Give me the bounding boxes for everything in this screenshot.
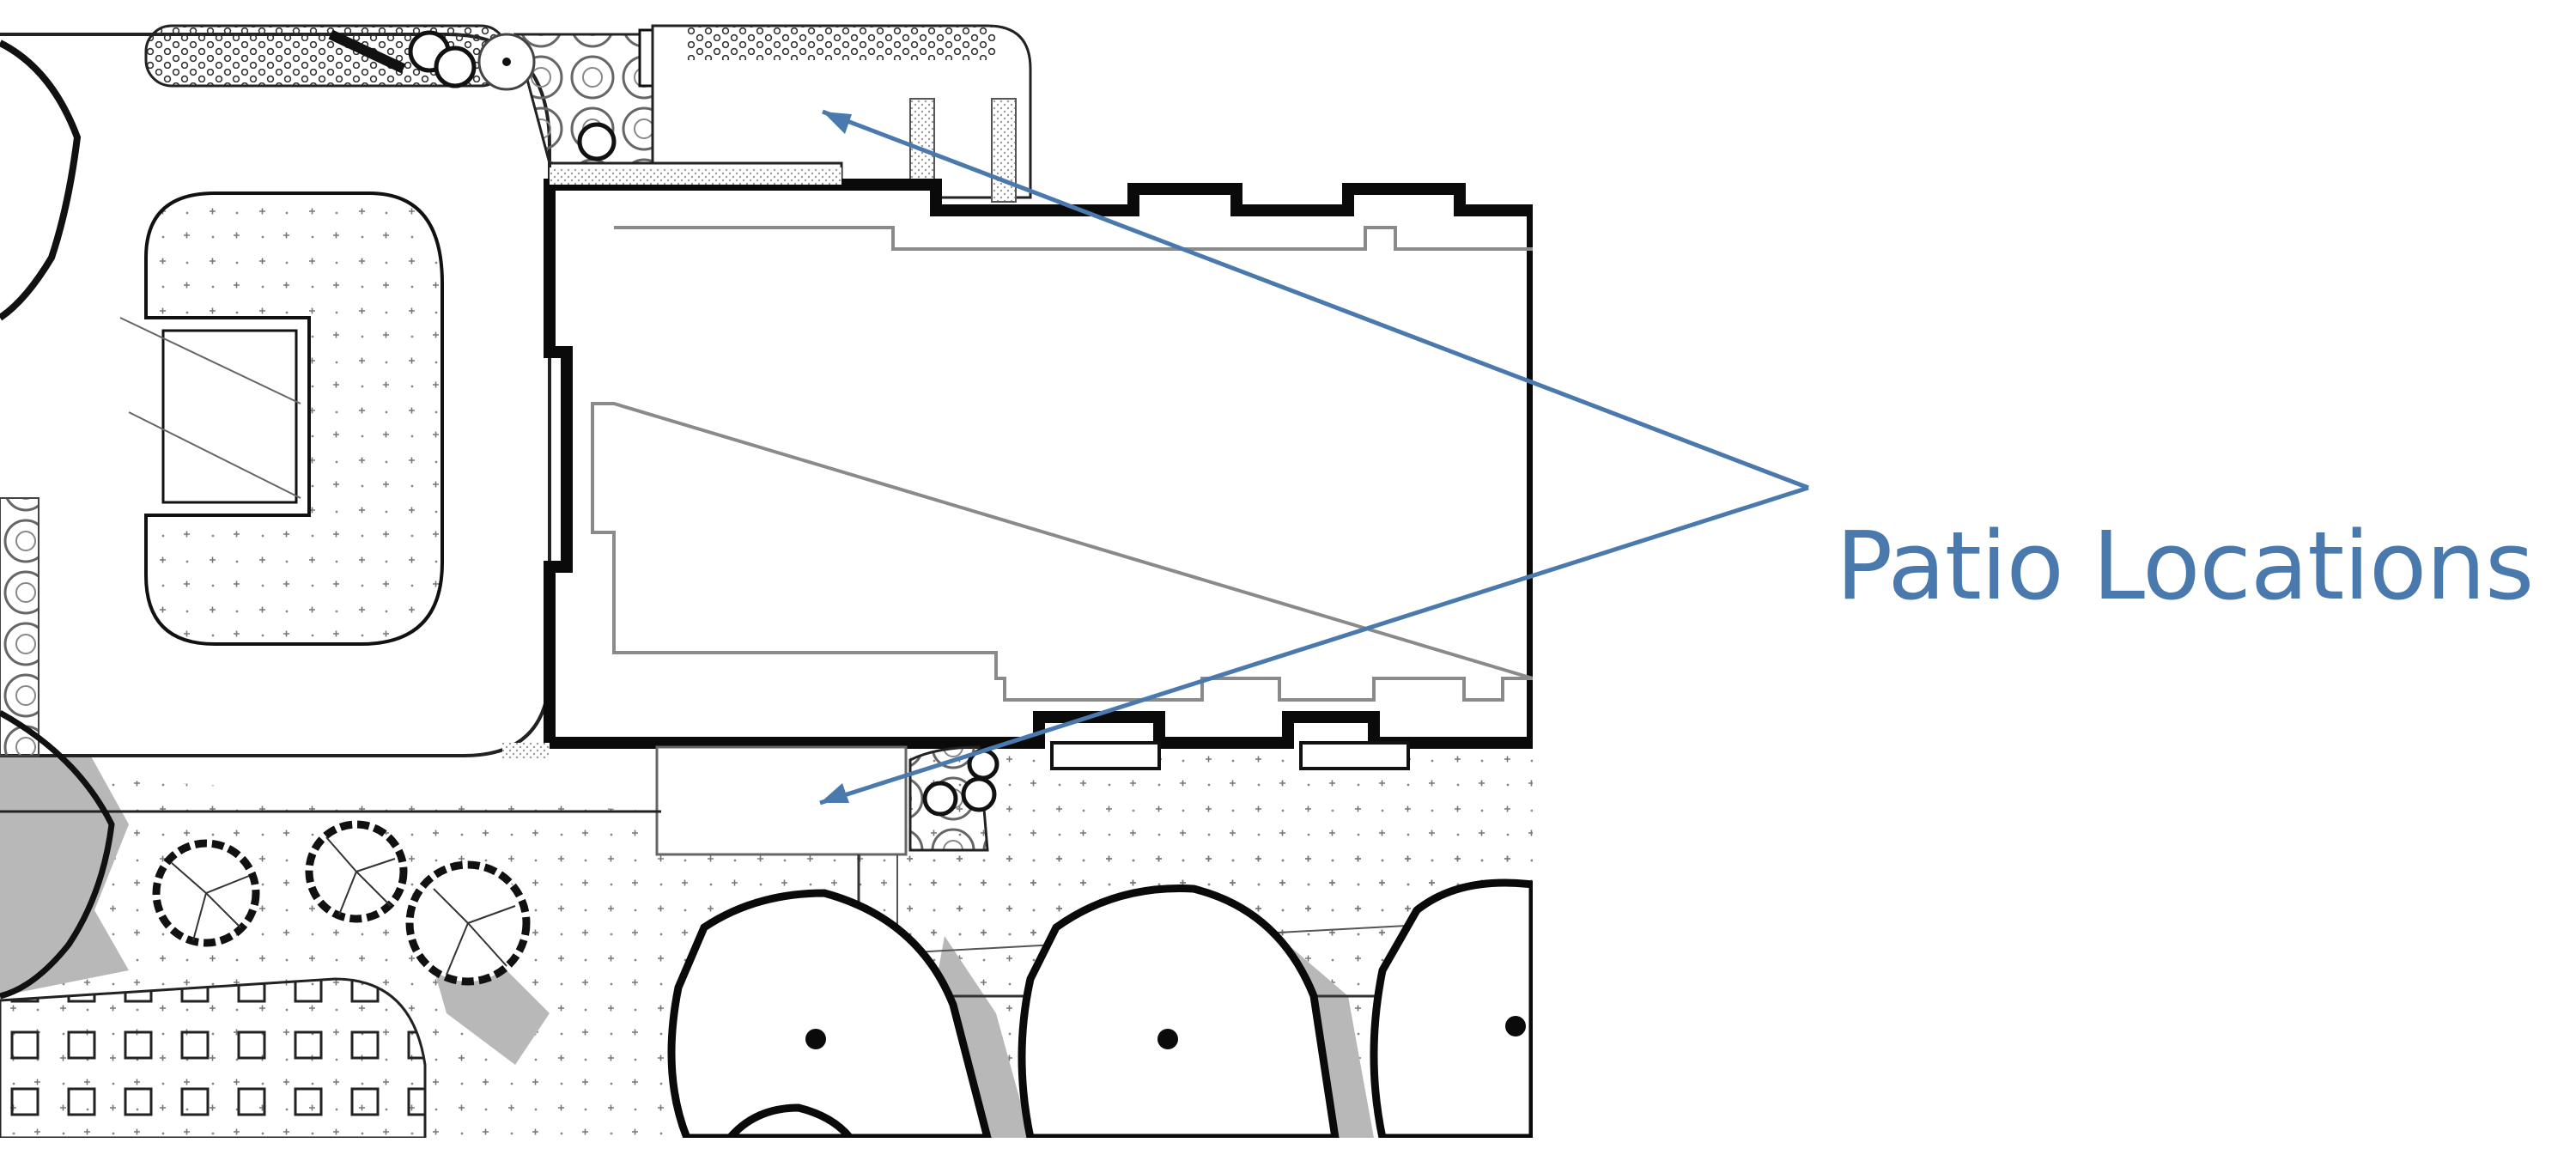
ground-planting-right (910, 751, 1533, 953)
arrowhead-upper (823, 112, 852, 134)
island-planting (144, 191, 444, 646)
arrow-to-lower-patio (819, 485, 1809, 805)
callout-label: Patio Locations (1836, 511, 2534, 621)
shrub-shading-lower (0, 687, 129, 996)
callout-arrows (819, 109, 1809, 805)
paver-plaza (0, 977, 427, 1138)
building-outline (544, 179, 1533, 749)
small-trees (152, 820, 531, 986)
large-trees (667, 878, 1533, 1138)
arrow-to-upper-patio (822, 109, 1809, 490)
building-inner-line (591, 226, 1533, 702)
arrowhead-lower (820, 783, 849, 803)
lower-patio-slab (655, 745, 908, 856)
